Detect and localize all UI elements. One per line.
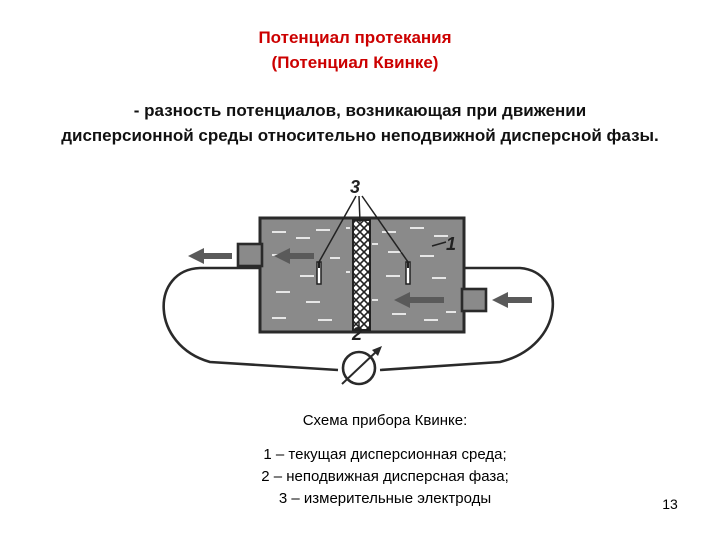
circuit-wire	[162, 266, 339, 372]
flow-arrow-outer-left	[188, 248, 232, 264]
flow-arrows	[188, 248, 532, 308]
circuit-wire-right	[379, 266, 555, 372]
pointer-3-plug	[358, 195, 361, 223]
marker-2: 2	[351, 324, 362, 344]
slide-title-line-1: Потенциал протекания	[258, 28, 452, 47]
definition-line-2: дисперсионной среды относительно неподви…	[61, 126, 659, 145]
right-tube	[460, 287, 488, 313]
pointer-3-right	[361, 195, 409, 263]
flow-arrow-outer-right	[492, 292, 532, 308]
legend-item-1: 1 – текущая дисперсионная среда;	[263, 446, 507, 463]
caption-heading: Схема прибора Квинке:	[302, 412, 468, 429]
quincke-apparatus-diagram: 3 2 1	[162, 177, 555, 386]
page-number: 13	[662, 496, 678, 512]
flow-arrow-inner-right	[394, 292, 444, 308]
porous-plug	[352, 219, 371, 331]
pointer-3-left	[318, 195, 357, 263]
voltmeter-arrowhead	[372, 346, 382, 356]
left-tube	[236, 242, 264, 268]
liquid-marks	[272, 227, 456, 321]
legend-item-2: 2 – неподвижная дисперсная фаза;	[261, 468, 509, 485]
pointer-1	[431, 241, 447, 247]
voltmeter-needle	[341, 349, 379, 385]
definition-line-1: - разность потенциалов, возникающая при …	[133, 101, 587, 120]
legend-item-3: 3 – измерительные электроды	[278, 490, 492, 507]
marker-1: 1	[446, 234, 456, 254]
slide-title-line-2: (Потенциал Квинке)	[271, 53, 439, 72]
flow-arrow-inner-left	[274, 248, 314, 264]
marker-3: 3	[350, 177, 360, 197]
